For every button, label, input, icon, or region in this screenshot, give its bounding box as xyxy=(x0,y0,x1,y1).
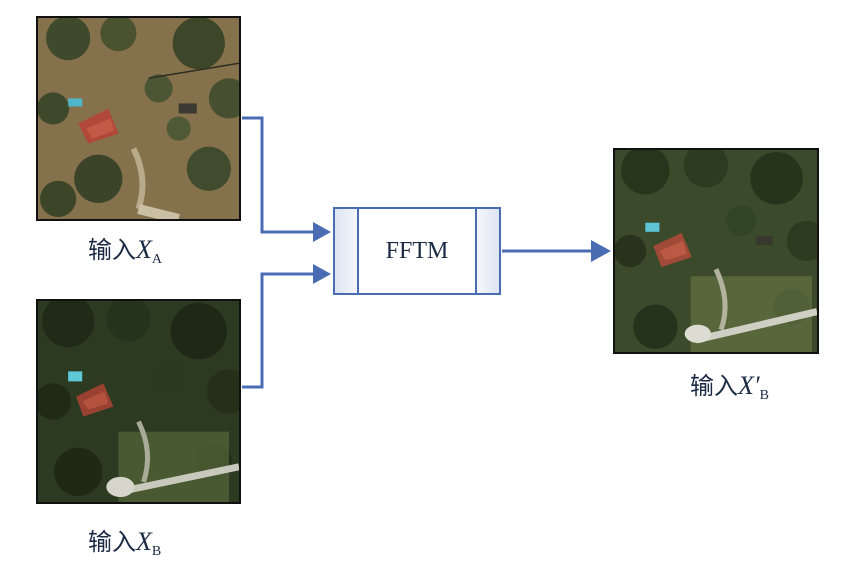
caption-prime: ′ xyxy=(753,371,760,400)
arrow-b-to-fftm xyxy=(242,272,318,389)
caption-subscript: B xyxy=(151,544,162,559)
caption-output: 输入X′B xyxy=(690,366,769,404)
caption-variable: X xyxy=(136,527,152,556)
caption-prefix: 输入 xyxy=(88,528,136,556)
aerial-photo-output xyxy=(615,150,817,352)
caption-input-a: 输入XA xyxy=(88,230,162,268)
caption-subscript: A xyxy=(151,252,163,267)
aerial-photo-b xyxy=(38,301,239,502)
input-image-a xyxy=(36,16,241,221)
input-image-b xyxy=(36,299,241,504)
fftm-module: FFTM xyxy=(333,207,501,295)
arrow-a-to-fftm xyxy=(242,116,318,234)
fftm-label: FFTM xyxy=(385,237,449,264)
arrowhead-output xyxy=(591,240,611,262)
caption-input-b: 输入XB xyxy=(88,522,161,560)
caption-prefix: 输入 xyxy=(88,236,136,264)
arrowhead-b xyxy=(313,264,331,284)
output-image xyxy=(613,148,819,354)
fftm-left-panel xyxy=(335,209,359,293)
caption-prefix: 输入 xyxy=(690,372,738,400)
fftm-right-panel xyxy=(475,209,499,293)
caption-variable: X xyxy=(136,235,152,264)
arrowhead-a xyxy=(313,222,331,242)
aerial-photo-a xyxy=(38,18,239,219)
caption-subscript: B xyxy=(759,388,769,403)
caption-variable: X xyxy=(738,371,754,400)
